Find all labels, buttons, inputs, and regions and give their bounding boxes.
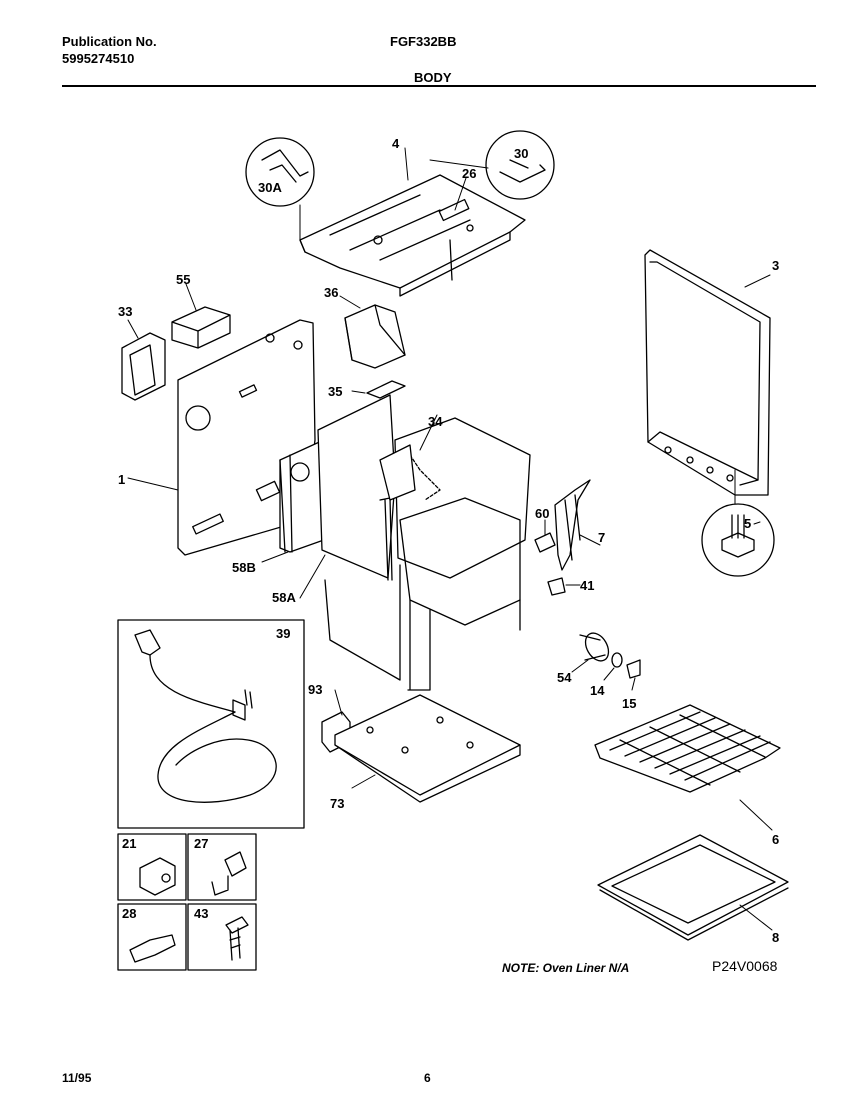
header-rule	[62, 85, 816, 87]
label-part-3: 3	[772, 258, 779, 273]
publication-label: Publication No.	[62, 34, 157, 49]
label-part-27: 27	[194, 836, 208, 851]
label-part-35: 35	[328, 384, 342, 399]
model-number: FGF332BB	[390, 34, 457, 49]
section-title: BODY	[414, 70, 452, 85]
label-part-30: 30	[514, 146, 528, 161]
label-part-14: 14	[590, 683, 605, 698]
label-part-6: 6	[772, 832, 779, 847]
label-part-43: 43	[194, 906, 208, 921]
label-part-21: 21	[122, 836, 136, 851]
oven-liner-note: NOTE: Oven Liner N/A	[502, 961, 630, 975]
label-part-30a: 30A	[258, 180, 282, 195]
label-part-55: 55	[176, 272, 190, 287]
label-part-1: 1	[118, 472, 125, 487]
label-part-36: 36	[324, 285, 338, 300]
label-part-34: 34	[428, 414, 443, 429]
label-part-7: 7	[598, 530, 605, 545]
label-part-28: 28	[122, 906, 136, 921]
label-part-5: 5	[744, 516, 751, 531]
label-part-8: 8	[772, 930, 779, 945]
top-cover-panel	[299, 174, 526, 297]
label-part-60: 60	[535, 506, 549, 521]
label-part-58b: 58B	[232, 560, 256, 575]
publication-number: 5995274510	[62, 51, 135, 66]
label-part-39: 39	[276, 626, 290, 641]
label-part-33: 33	[118, 304, 132, 319]
label-part-26: 26	[462, 166, 476, 181]
detail-circle-30a	[245, 137, 315, 207]
footer-date: 11/95	[62, 1071, 92, 1085]
label-part-93: 93	[308, 682, 322, 697]
label-part-41: 41	[580, 578, 594, 593]
page-number: 6	[424, 1071, 431, 1085]
figure-code: P24V0068	[712, 958, 778, 974]
label-part-4: 4	[392, 136, 400, 151]
label-part-58a: 58A	[272, 590, 296, 605]
label-part-15: 15	[622, 696, 636, 711]
label-part-73: 73	[330, 796, 344, 811]
label-part-54: 54	[557, 670, 572, 685]
